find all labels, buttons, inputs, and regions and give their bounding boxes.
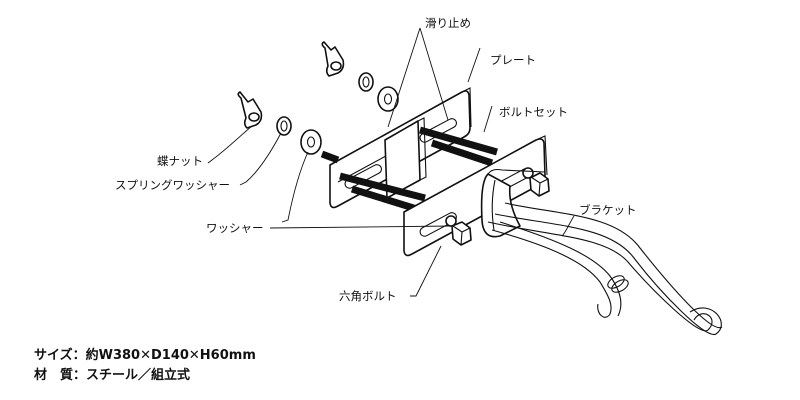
washer-upper bbox=[377, 86, 399, 112]
slot-front-left bbox=[419, 212, 457, 237]
spring-washer-upper bbox=[358, 72, 374, 92]
leader-lines bbox=[207, 27, 575, 297]
label-wing-nut: 蝶ナット bbox=[157, 154, 203, 168]
hex-bolt-front bbox=[445, 215, 472, 246]
label-bolt-set: ボルトセット bbox=[499, 105, 568, 119]
label-spring-washer: スプリングワッシャー bbox=[115, 178, 230, 192]
hex-bolt-back bbox=[522, 167, 550, 197]
label-washer: ワッシャー bbox=[206, 221, 264, 235]
bracket bbox=[480, 168, 723, 335]
spring-washer-lower bbox=[276, 116, 292, 136]
spec-material: 材 質：スチール／組立式 bbox=[34, 368, 191, 383]
spec-size: サイズ：約W380✕D140✕H60mm bbox=[34, 348, 256, 363]
bolt-shafts bbox=[320, 126, 498, 214]
label-plate: プレート bbox=[490, 53, 536, 67]
label-anti-slip: 滑り止め bbox=[425, 16, 471, 30]
wing-nut-lower bbox=[237, 91, 263, 129]
label-bracket: ブラケット bbox=[579, 203, 637, 217]
wing-nut-upper bbox=[321, 41, 345, 77]
label-hex-bolt: 六角ボルト bbox=[339, 289, 397, 303]
washer-lower bbox=[300, 129, 322, 155]
anti-slip-pad bbox=[384, 117, 427, 199]
